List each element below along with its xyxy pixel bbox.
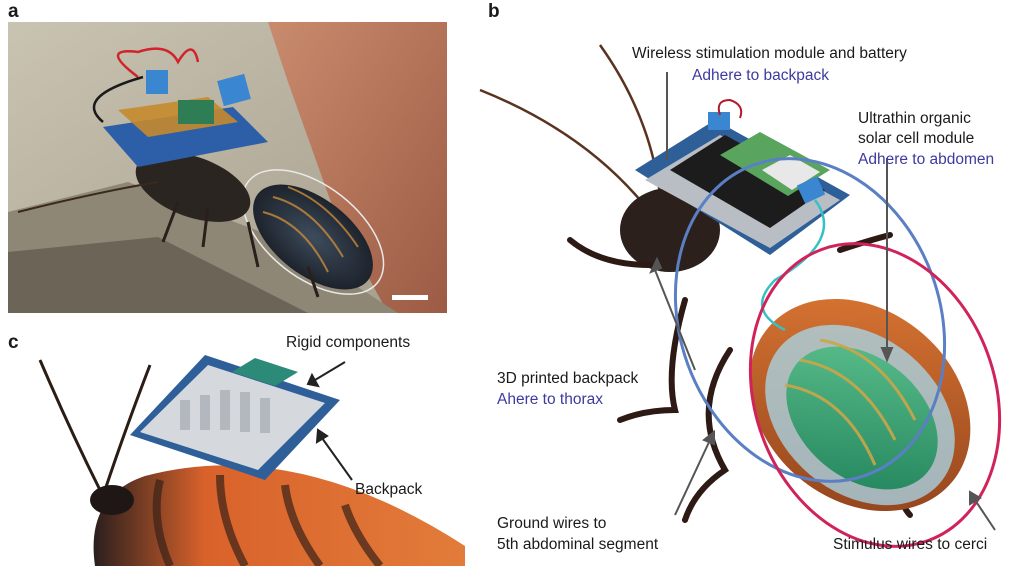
label-solar-line2: solar cell module [858, 130, 975, 147]
panel-letter-b: b [488, 1, 500, 22]
cyborg-insect-illustration [479, 44, 1002, 548]
label-3d-printed-backpack: 3D printed backpack [497, 370, 639, 387]
scale-bar [392, 295, 428, 300]
label-backpack: Backpack [355, 481, 423, 498]
label-ground-wires-line2: 5th abdominal segment [497, 536, 659, 553]
cockroach-photo [8, 22, 447, 313]
stimulus-wire-outline [748, 242, 1002, 548]
label-adhere-backpack: Adhere to backpack [692, 67, 830, 84]
backpack-exploded-illustration [38, 355, 466, 566]
antenna-1 [38, 359, 102, 491]
label-ground-wires-line1: Ground wires to [497, 515, 607, 532]
label-stimulus-wires: Stimulus wires to cerci [833, 536, 988, 553]
stimulus-wire [760, 199, 826, 332]
wireless-module [670, 135, 825, 228]
label-rigid-components: Rigid components [286, 334, 411, 351]
rigid-components [232, 358, 298, 386]
label-adhere-abdomen: Adhere to abdomen [858, 151, 995, 168]
antenna-right [479, 88, 641, 201]
insect-head [90, 485, 134, 515]
photo-illustration [8, 22, 447, 313]
antenna-2 [103, 364, 152, 491]
label-wireless-module: Wireless stimulation module and battery [632, 45, 907, 62]
panel-letter-c: c [8, 332, 19, 353]
panel-letter-a: a [8, 1, 19, 22]
label-solar-line1: Ultrathin organic [858, 110, 971, 127]
insect-head [620, 188, 720, 272]
label-adhere-thorax: Ahere to thorax [497, 391, 603, 408]
insect-body [93, 465, 466, 566]
